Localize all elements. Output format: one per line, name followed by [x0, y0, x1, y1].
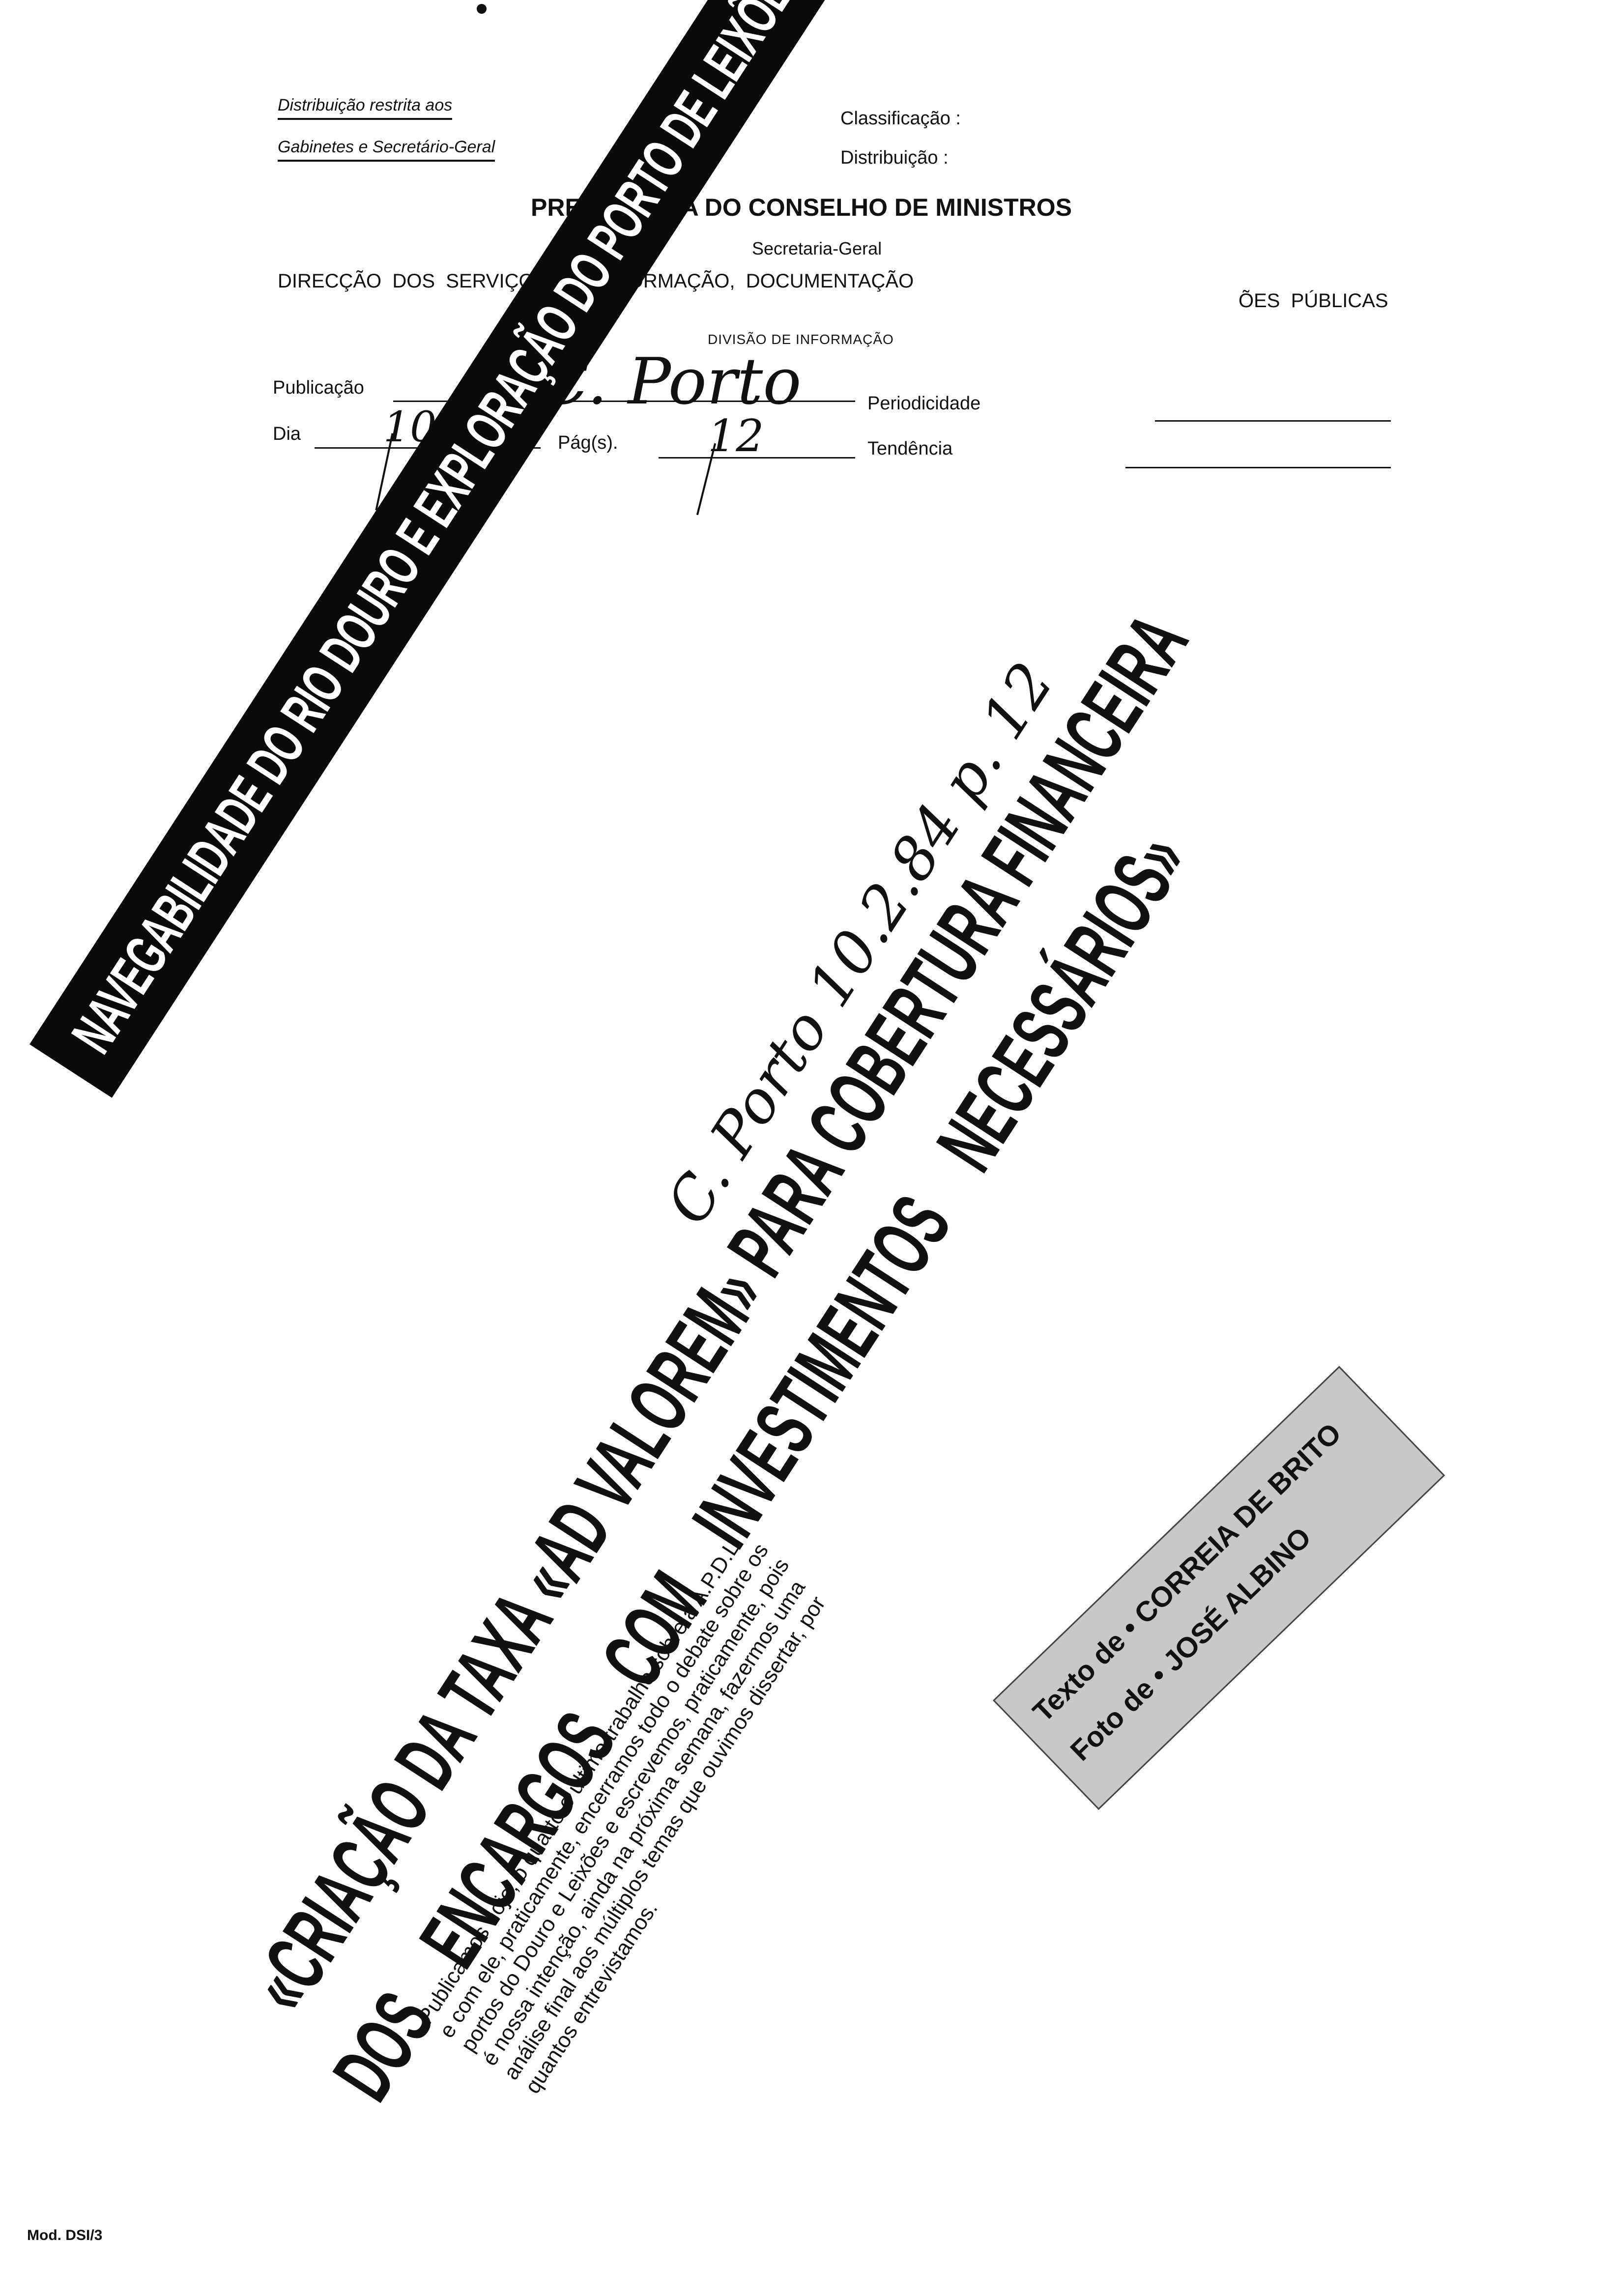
publicacao-label: Publicação	[273, 377, 364, 398]
credit-text: Texto de • CORREIA DE BRITO	[1027, 1417, 1348, 1728]
distribution-line2: Gabinetes e Secretário-Geral	[278, 138, 495, 162]
credits-box: Texto de • CORREIA DE BRITO Foto de • JO…	[993, 1366, 1445, 1810]
periodicidade-line	[1155, 420, 1391, 422]
headline-banner: NAVEGABILIDADE DO RIO DOURO E EXPLORAÇÃO…	[29, 0, 928, 1098]
pags-stroke	[696, 443, 717, 516]
periodicidade-label: Periodicidade	[867, 393, 981, 414]
tendencia-label: Tendência	[867, 438, 953, 459]
pags-line	[659, 457, 855, 459]
headline-line1: «CRIAÇÃO DA TAXA «AD VALOREM» PARA COBER…	[231, 0, 1612, 2028]
credit-photo: Foto de • JOSÉ ALBINO	[1064, 1521, 1318, 1767]
pags-label: Pág(s).	[558, 432, 618, 453]
direccao-tail: ÕES PÚBLICAS	[1238, 290, 1388, 312]
dia-label: Dia	[273, 424, 301, 444]
publicacao-line	[393, 401, 855, 402]
secretaria: Secretaria-Geral	[752, 238, 882, 258]
distribution-line1: Distribuição restrita aos	[278, 96, 453, 120]
classificacao-label: Classificação :	[840, 108, 961, 129]
divisao: DIVISÃO DE INFORMAÇÃO	[708, 332, 894, 347]
tendencia-line	[1125, 467, 1391, 468]
distribuicao-label: Distribuição :	[840, 147, 949, 168]
pags-value: 12	[708, 410, 764, 462]
punch-dot	[477, 4, 487, 14]
headline2-text: DOS ENCARGOS COM INVESTIMENTOS NECESSÁRI…	[316, 817, 1205, 2116]
model-code: Mod. DSI/3	[27, 2227, 103, 2243]
